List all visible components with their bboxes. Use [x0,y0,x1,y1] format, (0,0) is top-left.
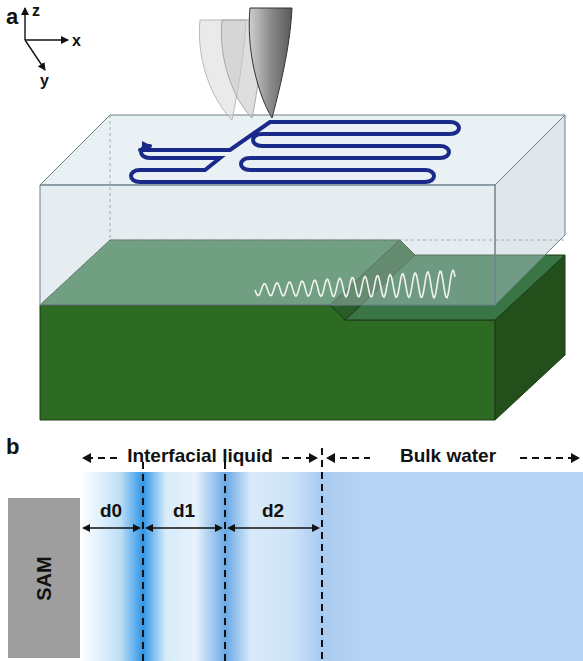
axis-label: x [72,32,81,50]
thickness-label: d2 [262,500,284,522]
thickness-arrow [82,524,320,532]
sam-block: SAM [8,498,80,658]
panel-letter: a [6,4,18,30]
scan-path [131,122,459,182]
z-axis [24,8,25,40]
axis-label: y [40,72,49,90]
panel-letter: b [6,434,19,460]
liquid-box [40,115,565,305]
liquid-layers [80,472,583,661]
axis-label: z [32,2,40,20]
afm-tip [249,8,292,118]
layer-divider [143,448,322,661]
oscillation-wave [255,270,455,298]
region-label: Bulk water [400,445,496,467]
node-text: SAM [32,556,55,600]
thickness-label: d0 [100,500,122,522]
region-label: Interfacial liquid [127,445,273,467]
x-axis [25,39,68,40]
thickness-label: d1 [173,500,195,522]
y-axis [25,40,45,70]
